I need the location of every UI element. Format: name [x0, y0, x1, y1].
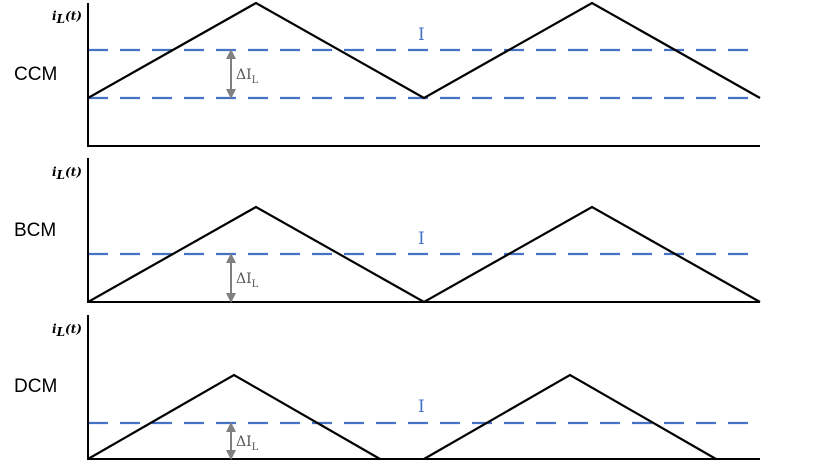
- y-axis-label: iL(t): [52, 165, 82, 182]
- average-current-label: I: [418, 25, 425, 45]
- average-current-label: I: [418, 229, 425, 249]
- ripple-label-sub: L: [252, 279, 259, 290]
- current-waveform: [87, 205, 761, 304]
- mode-label: BCM: [14, 220, 56, 241]
- ripple-label: ΔIL: [236, 434, 259, 453]
- y-axis-label: iL(t): [52, 322, 82, 339]
- current-waveform: [423, 373, 717, 460]
- ripple-label: ΔIL: [236, 271, 259, 290]
- ripple-label: ΔIL: [236, 67, 259, 86]
- mode-label: DCM: [14, 376, 57, 397]
- ripple-label-main: ΔI: [236, 67, 252, 83]
- current-waveform: [87, 373, 381, 460]
- panel-bcm: ΔIL IiL(t) BCM: [14, 158, 761, 304]
- ripple-label-sub: L: [252, 75, 259, 86]
- panel-dcm: ΔIL IiL(t) DCM: [14, 315, 760, 460]
- ripple-label-main: ΔI: [236, 434, 252, 450]
- ripple-label-sub: L: [252, 442, 259, 453]
- panel-ccm: ΔIL IiL(t) CCM: [14, 1, 761, 147]
- y-axis-label: iL(t): [52, 9, 82, 26]
- current-waveform: [87, 1, 761, 100]
- axes: [87, 3, 760, 147]
- ripple-label-main: ΔI: [236, 271, 252, 287]
- axes: [87, 315, 760, 460]
- mode-label: CCM: [14, 64, 57, 85]
- average-current-label: I: [418, 397, 425, 417]
